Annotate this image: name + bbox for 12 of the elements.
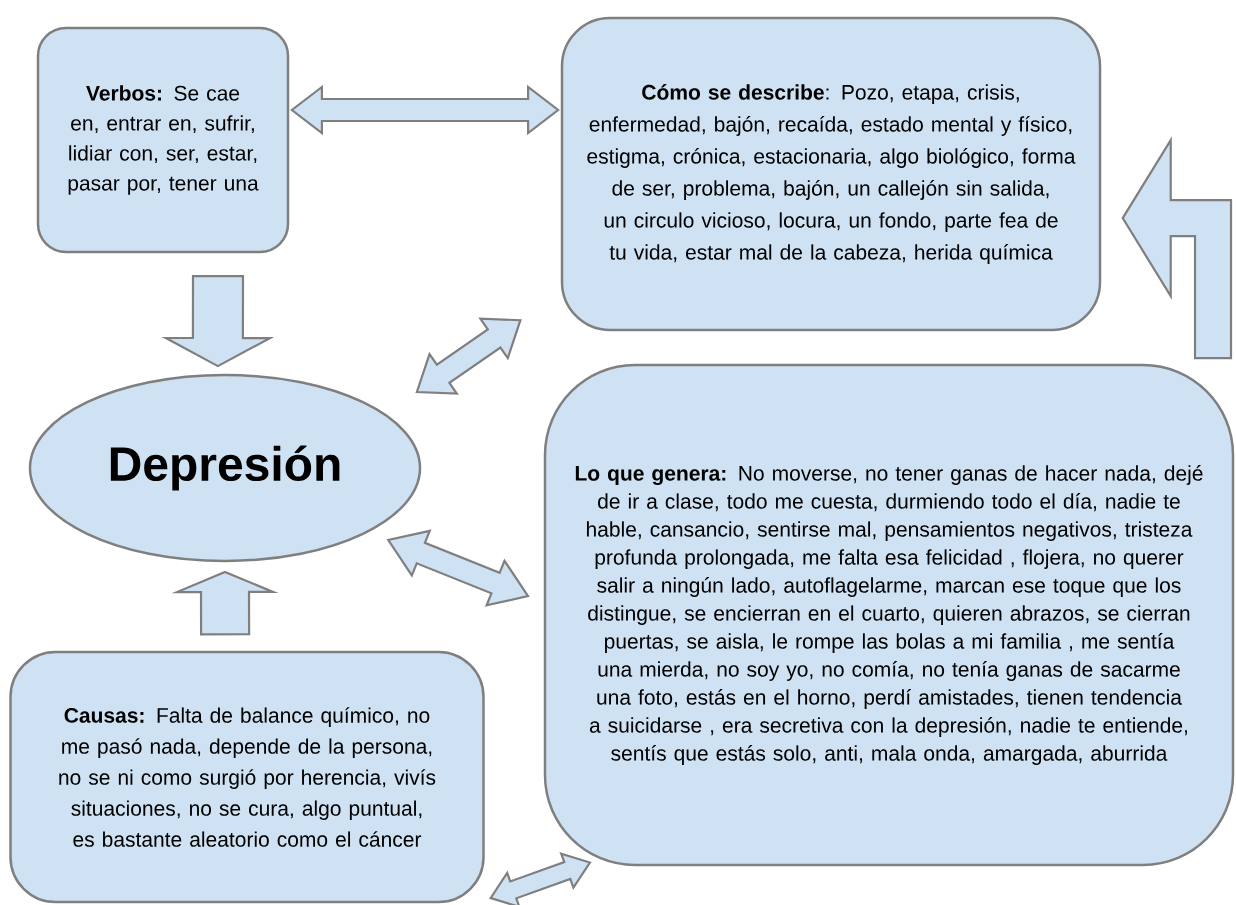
block-arrow [386, 529, 530, 607]
block-arrow [171, 570, 279, 636]
block-arrow [415, 317, 522, 395]
rounded-box: Causas: Falta de balance químico, no me pasó nada, depende de la persona, no se ni como surgió por herencia, vivís situaciones, no se cura, algo puntual, es bastante aleatorio como el cáncer [9, 650, 485, 904]
rounded-box: Cómo se describe: Pozo, etapa, crisis, enfermedad, bajón, recaída, estado mental y físico, estigma, crónica, estacionaria, algo biológico, forma de ser, problema, bajón, un callejón sin salida, un circulo vicioso, locura, un fondo, parte fea de tu vida, estar mal de la cabeza, herida química [560, 16, 1102, 332]
ellipse-node: Depresión [28, 373, 422, 563]
rounded-box: Lo que genera: No moverse, no tener ganas de hacer nada, dejé de ir a clase, todo me cuesta, durmiendo todo el día, nadie te hable, cansancio, sentirse mal, pensamientos negativos, tristeza profunda prolongada, me falta esa felicidad , flojera, no querer salir a ningún lado, autoflagelarme, marcan ese toque que los distingue, se encierran en el cuarto, quieren abrazos, se cierran puertas, se aisla, le rompe las bolas a mi familia , me sentía una mierda, no soy yo, no comía, no tenía ganas de sacarme una foto, estás en el horno, perdí amistades, tienen tendencia a suicidarse , era secretiva con la depresión, nadie te entiende, sentís que estás solo, anti, mala onda, amargada, aburrida [543, 363, 1235, 867]
block-arrow [161, 275, 275, 368]
block-arrow [489, 851, 592, 905]
block-arrow [290, 84, 560, 136]
rounded-box: Verbos: Se cae en, entrar en, sufrir, lidiar con, ser, estar, pasar por, tener una [36, 26, 290, 254]
block-arrow [1121, 136, 1233, 360]
